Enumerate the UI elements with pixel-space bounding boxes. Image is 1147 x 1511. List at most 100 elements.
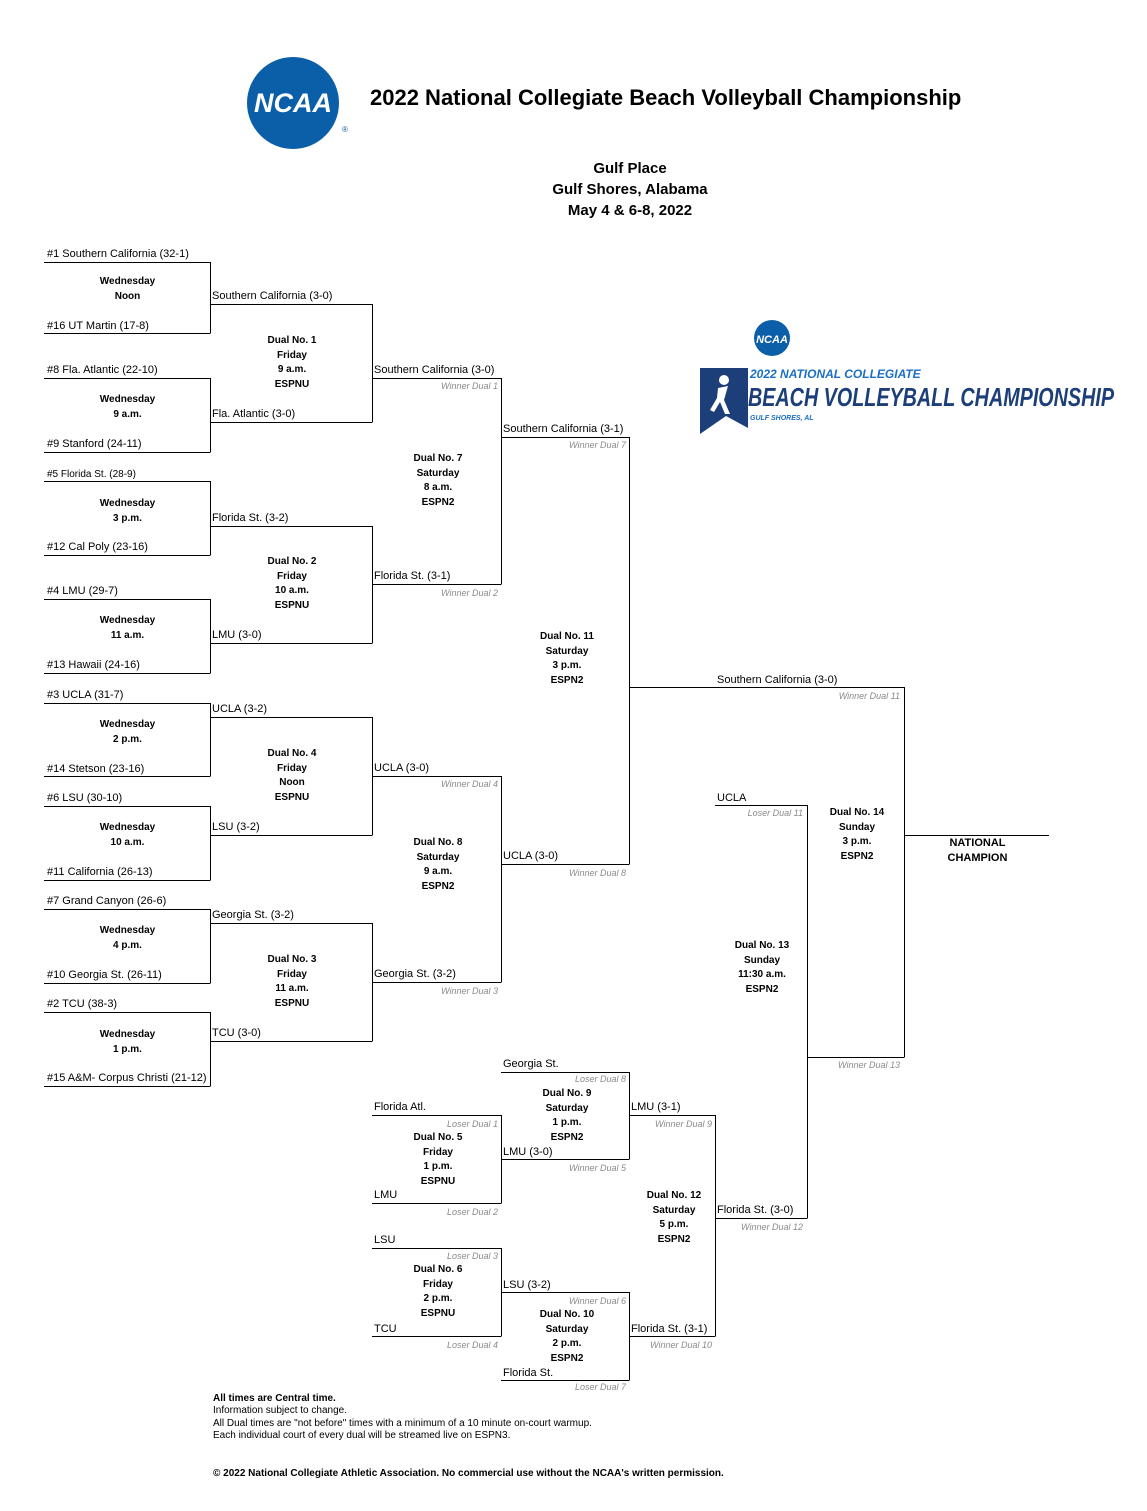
winner-dual-5-label: Winner Dual 5 bbox=[569, 1163, 626, 1173]
match-line bbox=[210, 923, 373, 1042]
winner-dual-11-team: Southern California (3-0) bbox=[717, 674, 838, 686]
match-line bbox=[372, 1115, 502, 1204]
team-seed-14: #14 Stetson (23-16) bbox=[47, 763, 145, 775]
footnote-line: Information subject to change. bbox=[213, 1405, 347, 1417]
team-seed-12: #12 Cal Poly (23-16) bbox=[47, 541, 148, 553]
round2-team: Florida St. (3-2) bbox=[212, 512, 289, 524]
winner-dual-1-label: Winner Dual 1 bbox=[441, 381, 498, 391]
winner-dual-9-team: LMU (3-1) bbox=[631, 1101, 681, 1113]
winner-dual-7-team: Southern California (3-1) bbox=[503, 423, 624, 435]
team-seed-6: #6 LSU (30-10) bbox=[47, 792, 123, 804]
svg-text:NCAA: NCAA bbox=[756, 334, 788, 346]
loser-dual-8-label: Loser Dual 8 bbox=[574, 1074, 626, 1084]
winner-dual-4-label: Winner Dual 4 bbox=[441, 779, 498, 789]
svg-text:®: ® bbox=[342, 125, 348, 134]
svg-text:GULF SHORES, AL: GULF SHORES, AL bbox=[750, 415, 814, 422]
footnote-line: Each individual court of every dual will… bbox=[213, 1430, 511, 1442]
match-line bbox=[372, 776, 502, 983]
winner-dual-10-team: Florida St. (3-1) bbox=[631, 1323, 708, 1335]
winner-dual-11-label: Winner Dual 11 bbox=[838, 691, 900, 701]
round2-team: TCU (3-0) bbox=[212, 1027, 261, 1039]
winner-dual-9-label: Winner Dual 9 bbox=[655, 1119, 712, 1129]
winner-dual-3-label: Winner Dual 3 bbox=[441, 986, 498, 996]
loser-dual-7-label: Loser Dual 7 bbox=[574, 1382, 626, 1392]
round2-team: Southern California (3-0) bbox=[212, 290, 333, 302]
team-seed-2: #2 TCU (38-3) bbox=[47, 998, 118, 1010]
winner-dual-4-team: UCLA (3-0) bbox=[374, 762, 430, 774]
team-seed-9: #9 Stanford (24-11) bbox=[47, 438, 142, 450]
match-line bbox=[501, 1072, 630, 1160]
venue-dates: May 4 & 6-8, 2022 bbox=[567, 202, 693, 219]
copyright-notice: © 2022 National Collegiate Athletic Asso… bbox=[213, 1468, 724, 1479]
venue-city: Gulf Shores, Alabama bbox=[552, 181, 708, 198]
loser-dual-4-label: Loser Dual 4 bbox=[446, 1340, 498, 1350]
team-seed-4: #4 LMU (29-7) bbox=[47, 585, 118, 597]
loser-dual-3-team: LSU bbox=[374, 1234, 396, 1246]
round2-team: LSU (3-2) bbox=[212, 821, 260, 833]
match-line bbox=[44, 599, 211, 674]
loser-dual-8-team: Georgia St. bbox=[503, 1058, 559, 1070]
round2-team: LMU (3-0) bbox=[212, 629, 262, 641]
winner-dual-5-team: LMU (3-0) bbox=[503, 1146, 553, 1158]
team-seed-7: #7 Grand Canyon (26-6) bbox=[47, 895, 167, 907]
venue-info: Gulf Place Gulf Shores, Alabama May 4 & … bbox=[480, 158, 780, 221]
match-line bbox=[372, 378, 502, 585]
winner-dual-10-label: Winner Dual 10 bbox=[650, 1340, 712, 1350]
team-seed-13: #13 Hawaii (24-16) bbox=[47, 659, 140, 671]
svg-text:NCAA: NCAA bbox=[254, 88, 332, 118]
round2-team: UCLA (3-2) bbox=[212, 703, 268, 715]
team-seed-8: #8 Fla. Atlantic (22-10) bbox=[47, 364, 158, 376]
winner-dual-12-team: Florida St. (3-0) bbox=[717, 1204, 794, 1216]
svg-text:2022 NATIONAL COLLEGIATE: 2022 NATIONAL COLLEGIATE bbox=[749, 367, 922, 381]
match-line bbox=[501, 1292, 630, 1381]
event-logo: NCAA 2022 NATIONAL COLLEGIATE BEACH VOLL… bbox=[700, 318, 1120, 438]
match-line bbox=[44, 909, 211, 984]
round2-team: Georgia St. (3-2) bbox=[212, 909, 294, 921]
match-line bbox=[44, 262, 211, 334]
match-line bbox=[44, 378, 211, 453]
winner-dual-6-label: Winner Dual 6 bbox=[569, 1296, 626, 1306]
match-line bbox=[44, 806, 211, 881]
team-seed-1: #1 Southern California (32-1) bbox=[47, 248, 189, 260]
page-title: 2022 National Collegiate Beach Volleybal… bbox=[370, 85, 962, 110]
match-line bbox=[501, 437, 630, 865]
venue-name: Gulf Place bbox=[593, 160, 667, 177]
team-seed-3: #3 UCLA (31-7) bbox=[47, 689, 124, 701]
loser-dual-1-team: Florida Atl. bbox=[374, 1101, 426, 1113]
match-line bbox=[629, 1115, 716, 1337]
svg-text:BEACH VOLLEYBALL CHAMPIONSHIP: BEACH VOLLEYBALL CHAMPIONSHIP bbox=[748, 382, 1114, 412]
winner-dual-13-label: Winner Dual 13 bbox=[838, 1060, 900, 1070]
loser-dual-3-label: Loser Dual 3 bbox=[446, 1251, 498, 1261]
round2-team: Fla. Atlantic (3-0) bbox=[212, 408, 296, 420]
winner-dual-1-team: Southern California (3-0) bbox=[374, 364, 495, 376]
match-line bbox=[44, 1012, 211, 1087]
match-line bbox=[372, 1248, 502, 1337]
match-line bbox=[629, 687, 905, 1058]
loser-dual-2-team: LMU bbox=[374, 1189, 398, 1201]
winner-dual-12-label: Winner Dual 12 bbox=[741, 1222, 803, 1232]
team-seed-16: #16 UT Martin (17-8) bbox=[47, 320, 149, 332]
winner-dual-3-team: Georgia St. (3-2) bbox=[374, 968, 456, 980]
loser-dual-7-team: Florida St. bbox=[503, 1367, 554, 1379]
match-line bbox=[44, 481, 211, 556]
ncaa-logo: NCAA ® bbox=[245, 56, 349, 150]
footnotes: All times are Central time. Information … bbox=[213, 1393, 592, 1443]
winner-dual-7-label: Winner Dual 7 bbox=[569, 440, 626, 450]
winner-dual-6-team: LSU (3-2) bbox=[503, 1279, 551, 1291]
